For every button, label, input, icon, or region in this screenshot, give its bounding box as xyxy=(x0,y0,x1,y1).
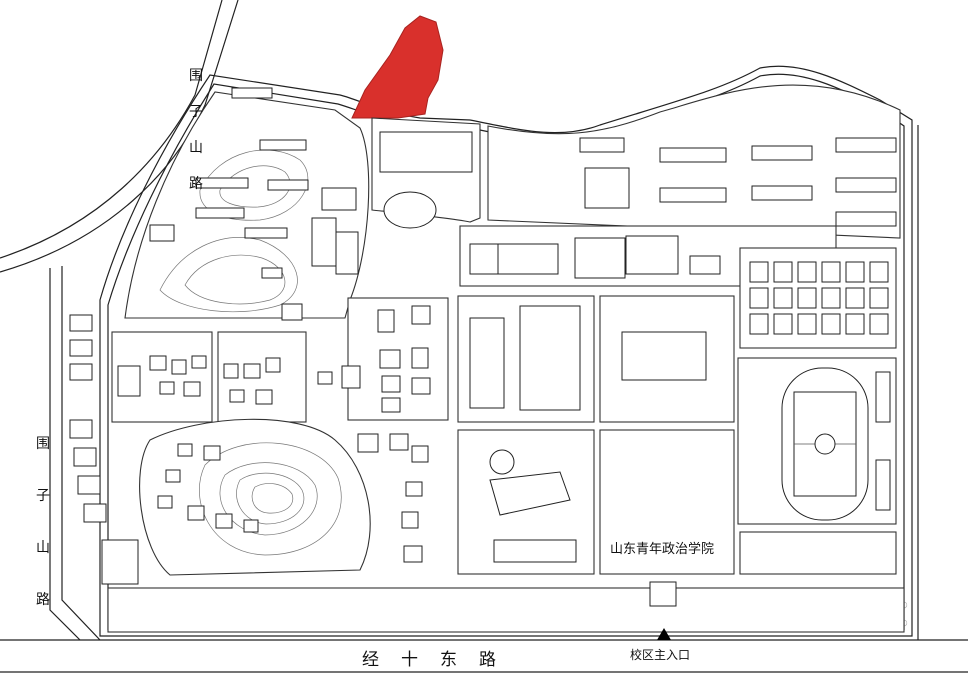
library xyxy=(621,331,707,381)
bleachers xyxy=(875,371,891,423)
lower-road-edge-a xyxy=(49,268,81,641)
gate-building xyxy=(649,581,677,607)
pitch-center-circle xyxy=(814,433,836,455)
academic-buildings xyxy=(469,235,721,279)
south-green-strip xyxy=(107,587,905,633)
campus-name-label: 山东青年政治学院 xyxy=(608,538,717,557)
north-hall xyxy=(379,131,473,173)
gate-triangle-icon xyxy=(657,628,671,640)
central-contours xyxy=(199,442,342,556)
residential-buildings xyxy=(341,305,431,563)
villa-block-b xyxy=(217,331,307,423)
gate-label: 校区主入口 xyxy=(630,648,691,662)
nw-buildings xyxy=(149,87,359,321)
highlighted-plot xyxy=(351,15,444,119)
nw-hill-zone xyxy=(124,91,370,319)
west-road-edge-outer xyxy=(0,0,223,259)
dorm-rows xyxy=(579,137,897,227)
teaching-buildings-c xyxy=(489,449,577,563)
bleachers-2 xyxy=(875,459,891,511)
central-hill xyxy=(139,418,371,576)
main-road-label: 经十东路 xyxy=(362,650,518,670)
teaching-buildings-a xyxy=(469,305,581,411)
round-building xyxy=(383,191,437,229)
lower-road-edge-b xyxy=(61,266,101,641)
hill-villas xyxy=(157,443,259,533)
side-road-label-upper: 围子山路 xyxy=(189,68,203,192)
sw-building xyxy=(101,539,139,585)
villa-buildings xyxy=(117,355,333,405)
court-grid xyxy=(749,261,889,335)
campus-boundary xyxy=(99,65,913,637)
east-courts-bottom xyxy=(739,531,897,575)
side-road-label-lower: 围子山路 xyxy=(36,436,50,608)
west-strip-buildings xyxy=(69,314,107,523)
